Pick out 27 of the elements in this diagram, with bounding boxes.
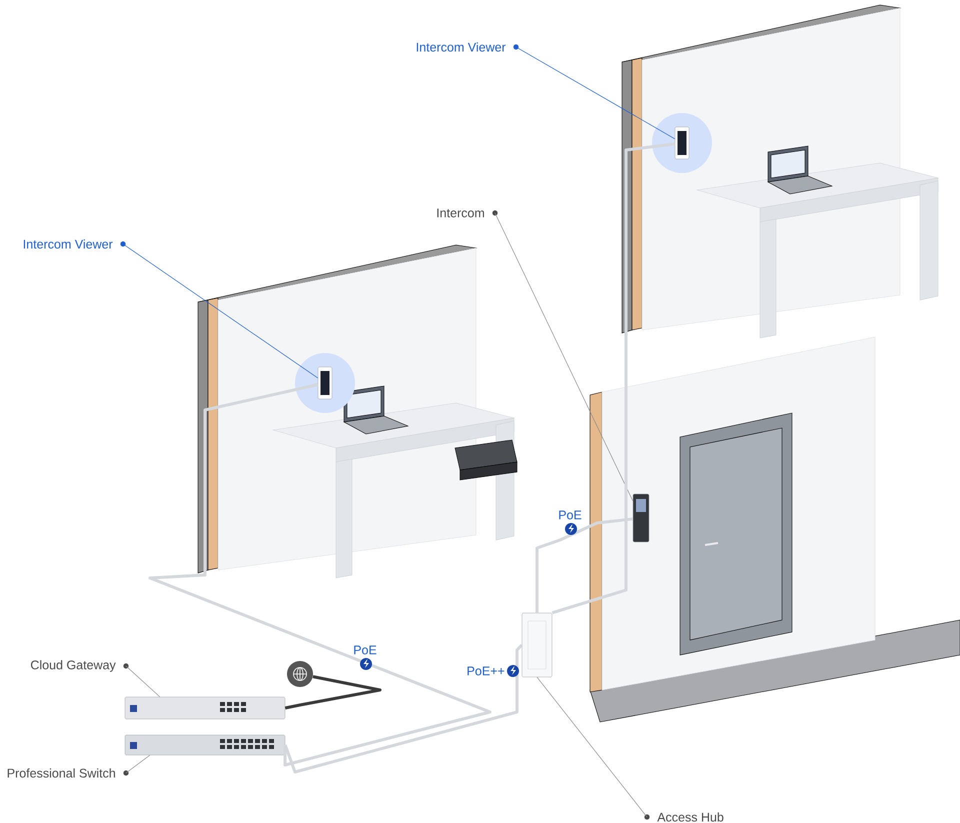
cable bbox=[148, 383, 492, 766]
cable bbox=[284, 644, 523, 774]
callout-label: Professional Switch bbox=[8, 768, 129, 778]
cable bbox=[536, 517, 633, 613]
cable bbox=[284, 675, 382, 710]
leader-line bbox=[126, 754, 150, 774]
globe-icon bbox=[287, 661, 313, 687]
leader-line bbox=[494, 212, 634, 502]
edge-label: PoE++ bbox=[466, 666, 506, 676]
edge-label: PoE bbox=[557, 510, 583, 520]
edge-label: PoE bbox=[352, 644, 378, 656]
leader-line bbox=[536, 676, 648, 818]
cable bbox=[552, 142, 675, 614]
intercom-device bbox=[632, 494, 650, 542]
intercom-viewer-device bbox=[318, 366, 332, 400]
callout-label: Access Hub bbox=[644, 812, 724, 822]
callout-label: Cloud Gateway bbox=[30, 660, 129, 672]
cloud-gateway-device bbox=[124, 696, 286, 720]
callout-label: Intercom Viewer bbox=[416, 42, 519, 52]
callout-label: Intercom Viewer bbox=[24, 239, 126, 249]
leader-line bbox=[516, 46, 676, 140]
leader-line bbox=[126, 666, 160, 698]
switch-device bbox=[124, 734, 286, 756]
intercom-viewer-device bbox=[674, 126, 690, 160]
access-hub-device bbox=[522, 612, 552, 678]
leader-line bbox=[122, 244, 318, 378]
callout-label: Intercom bbox=[437, 208, 498, 218]
